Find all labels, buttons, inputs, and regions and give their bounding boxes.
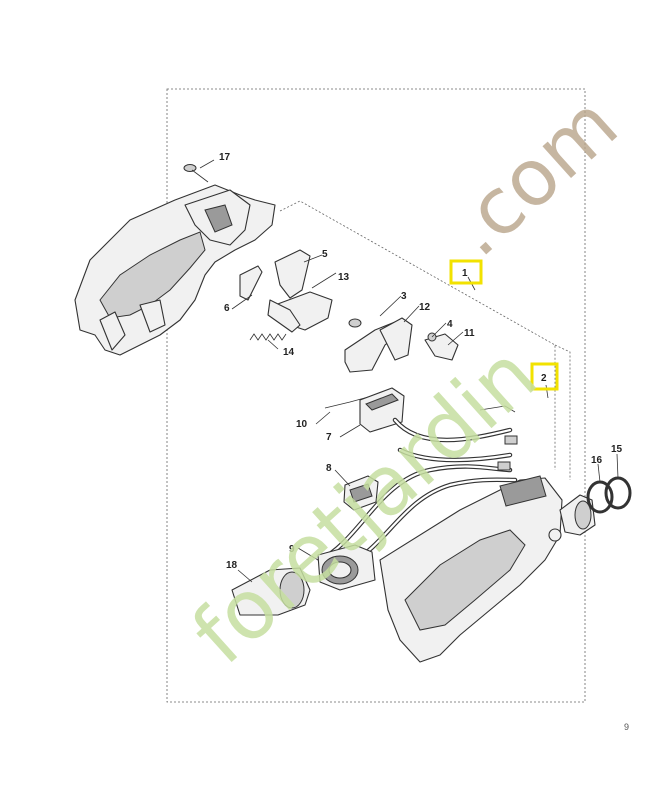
callout-13: 13 [338, 272, 350, 283]
callout-7: 7 [326, 432, 332, 443]
battery-cap-18 [231, 567, 311, 616]
screw-17 [183, 159, 215, 183]
lockoff-parts [344, 317, 459, 373]
callout-10: 10 [296, 419, 308, 430]
page-number: 9 [624, 722, 630, 732]
battery-socket-9 [317, 544, 376, 591]
group-bracket-2 [554, 344, 571, 480]
callout-3: 3 [401, 291, 407, 302]
watermark-com: .com [432, 79, 634, 274]
left-housing-half [74, 184, 276, 356]
group-bracket-1 [279, 200, 556, 470]
assembly-frame [166, 88, 586, 703]
spring-14 [249, 333, 287, 341]
callout-9: 9 [289, 544, 295, 555]
callout-4: 4 [447, 319, 453, 330]
highlight-box-2 [530, 362, 559, 391]
callout-11: 11 [464, 328, 475, 339]
callout-8: 8 [326, 463, 332, 474]
callout-labels: 17 5 13 6 14 3 12 4 11 10 7 8 9 18 16 15… [219, 152, 623, 571]
callout-17: 17 [219, 152, 231, 163]
ring-15 [604, 476, 632, 510]
callout-16: 16 [591, 455, 603, 466]
callout-12: 12 [419, 302, 431, 313]
callout-18: 18 [226, 560, 238, 571]
callout-6: 6 [224, 303, 230, 314]
callout-15: 15 [611, 444, 623, 455]
switch-8 [343, 475, 379, 511]
callout-14: 14 [283, 347, 295, 358]
callout-1: 1 [462, 268, 468, 279]
right-housing-half [379, 475, 563, 663]
callout-2: 2 [541, 373, 547, 384]
highlight-box-1 [449, 259, 483, 285]
leader-lines [231, 254, 619, 583]
motor-end [559, 494, 596, 536]
trigger-parts [239, 249, 362, 333]
callout-5: 5 [322, 249, 328, 260]
wiring-harness [317, 405, 518, 568]
